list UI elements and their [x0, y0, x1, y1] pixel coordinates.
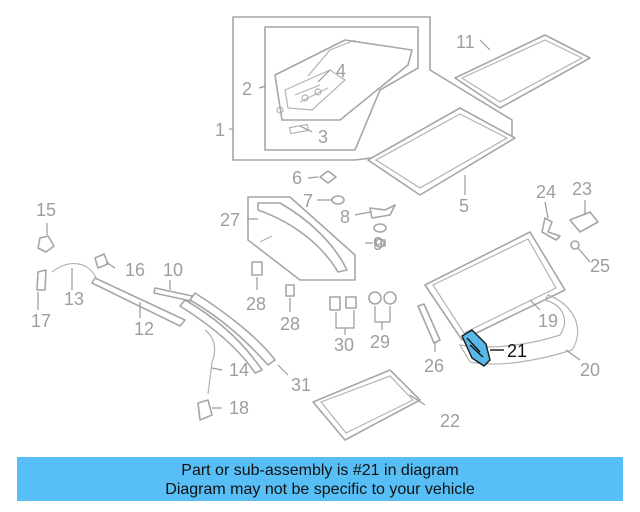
callout-9: 9	[373, 234, 383, 254]
callout-30: 30	[334, 335, 354, 355]
callout-29: 29	[370, 332, 390, 352]
info-banner: Part or sub-assembly is #21 in diagram D…	[17, 457, 623, 501]
banner-line-part-number: Part or sub-assembly is #21 in diagram	[181, 462, 459, 479]
small-fasteners	[319, 170, 396, 248]
banner-line-disclaimer: Diagram may not be specific to your vehi…	[165, 481, 475, 498]
callout-23: 23	[572, 179, 592, 199]
callout-15: 15	[36, 200, 56, 220]
callout-7: 7	[303, 191, 313, 211]
callout-31: 31	[291, 375, 311, 395]
part-19-rear-window	[424, 231, 566, 341]
callout-27: 27	[220, 210, 240, 230]
callout-1: 1	[215, 120, 225, 140]
callout-2: 2	[242, 79, 252, 99]
parts-diagram: 1 2 3 4 5 6 7 8 9 10 11 12 13 14 15 16 1…	[31, 16, 610, 441]
part-11-glass-panel	[454, 34, 591, 109]
callout-14: 14	[229, 360, 249, 380]
callout-24: 24	[536, 182, 556, 202]
callout-20: 20	[580, 360, 600, 380]
callout-25: 25	[590, 256, 610, 276]
callout-18: 18	[229, 398, 249, 418]
callout-8: 8	[340, 207, 350, 227]
part-27-rail-frame	[247, 196, 356, 281]
callout-11: 11	[456, 32, 475, 52]
callout-28: 28	[246, 294, 266, 314]
callout-21: 21	[507, 341, 527, 361]
callout-16: 16	[125, 260, 145, 280]
callout-17: 17	[31, 311, 51, 331]
callout-22: 22	[440, 411, 460, 431]
part-20-seal	[458, 294, 579, 365]
part-21-highlighted	[461, 329, 491, 367]
part-5-roof-panel	[367, 107, 516, 196]
callout-12: 12	[134, 319, 154, 339]
callout-labels: 1 2 3 4 5 6 7 8 9 10 11 12 13 14 15 16 1…	[31, 32, 610, 431]
part-22-windshield	[312, 369, 421, 441]
callout-4: 4	[336, 61, 346, 81]
callout-6: 6	[292, 168, 302, 188]
left-side-parts	[36, 235, 295, 421]
right-side-brackets	[541, 211, 599, 250]
callout-26: 26	[424, 356, 444, 376]
callout-19: 19	[538, 311, 558, 331]
parts-29-30	[329, 291, 397, 335]
callout-28-second: 28	[280, 314, 300, 334]
part-26-strip	[417, 303, 441, 344]
leader-lines	[37, 39, 591, 409]
callout-10: 10	[163, 260, 183, 280]
callout-3: 3	[318, 127, 328, 147]
callout-5: 5	[459, 196, 469, 216]
callout-13: 13	[64, 289, 84, 309]
